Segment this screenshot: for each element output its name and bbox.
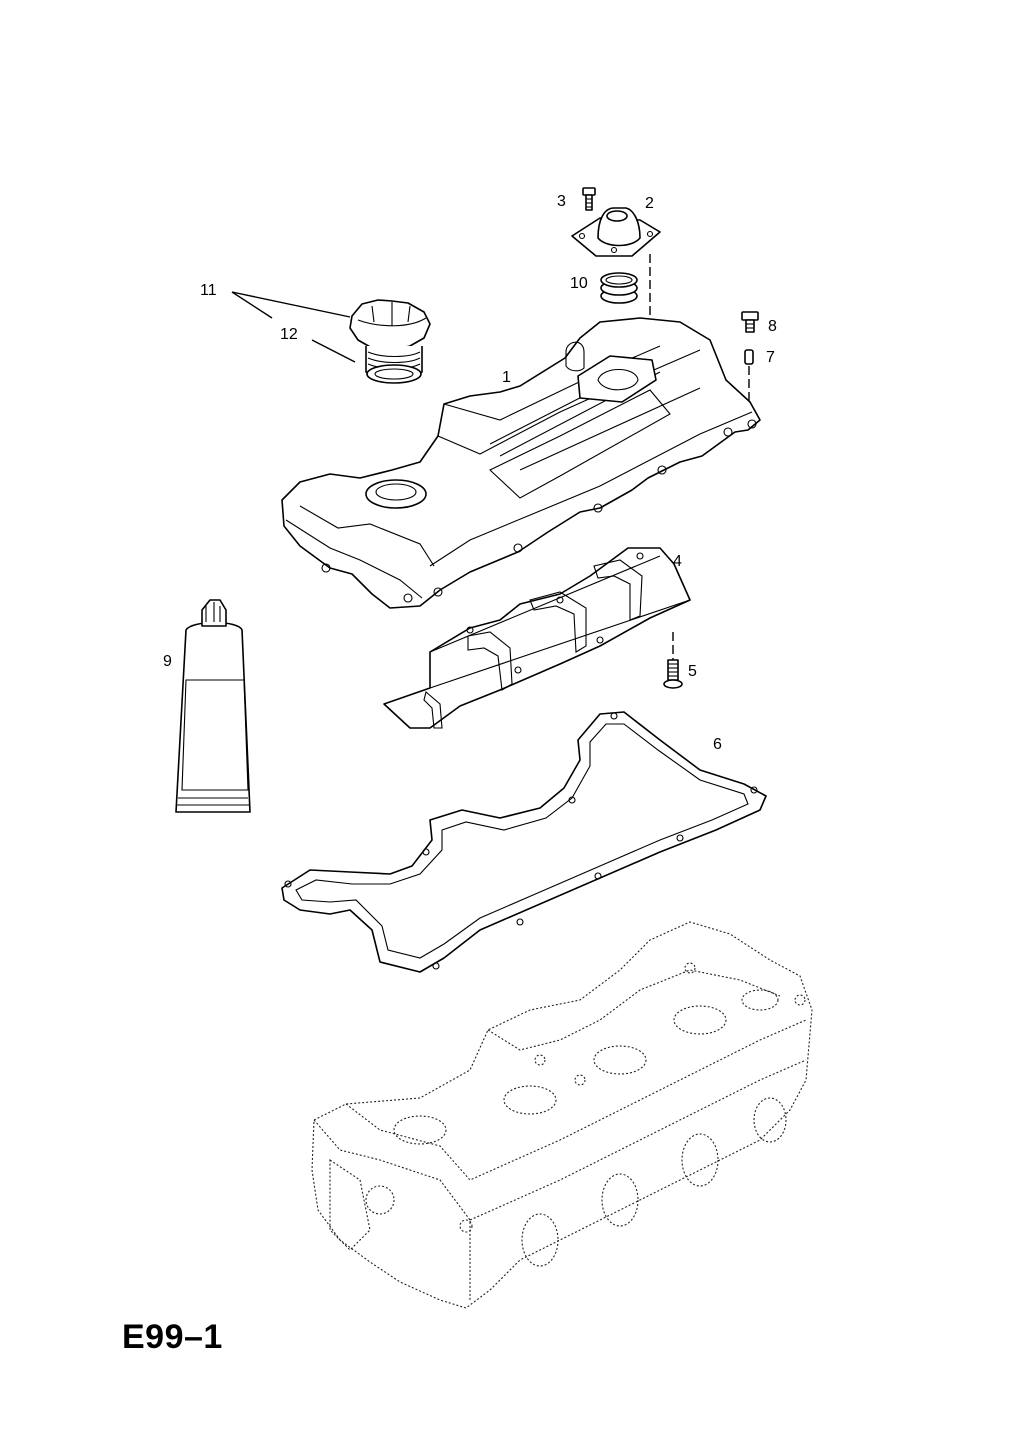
part-2-vent-housing — [571, 207, 661, 257]
callout-8: 8 — [768, 318, 777, 335]
part-6-cover-gasket — [281, 711, 767, 973]
part-12-cap-seal — [365, 346, 423, 384]
part-5-screw — [663, 632, 683, 689]
diagram-reference-code: E99–1 — [122, 1318, 223, 1356]
part-4-baffle-plate — [383, 547, 691, 729]
callout-5: 5 — [688, 663, 697, 680]
callout-6: 6 — [713, 736, 722, 753]
callout-4: 4 — [673, 553, 682, 570]
cylinder-head-reference — [311, 921, 813, 1309]
part-11-filler-cap — [349, 299, 431, 351]
leader-12 — [311, 339, 356, 363]
part-8-bolt — [741, 311, 759, 333]
leader-11 — [231, 291, 351, 318]
part-9-sealant-tube — [175, 599, 251, 813]
part-10-seal-ring — [600, 272, 638, 304]
callout-1: 1 — [502, 369, 511, 386]
callout-10: 10 — [570, 275, 588, 292]
callout-7: 7 — [766, 349, 775, 366]
part-7-sleeve — [744, 349, 754, 365]
callout-12: 12 — [280, 326, 298, 343]
callout-11: 11 — [200, 282, 217, 299]
part-1-cylinder-head-cover — [281, 317, 761, 609]
callout-9: 9 — [163, 653, 172, 670]
callout-2: 2 — [645, 195, 654, 212]
leader-11b — [231, 291, 273, 319]
part-3-bolt — [582, 187, 596, 211]
callout-3: 3 — [557, 193, 566, 210]
